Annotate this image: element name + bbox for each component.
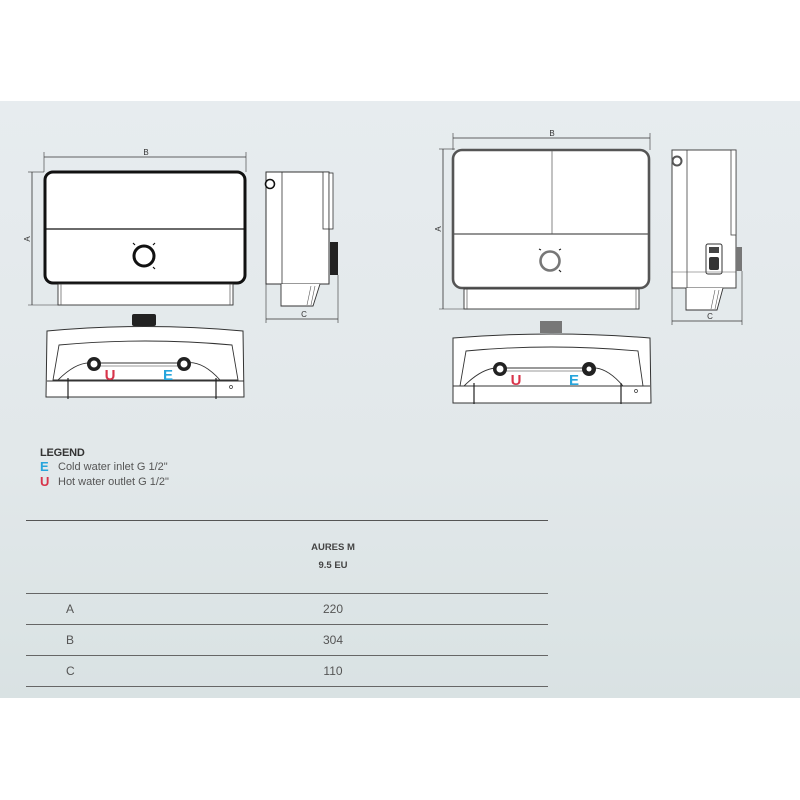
table-header-row: AURES M 9.5 EU bbox=[26, 520, 548, 594]
dim-c-label: C bbox=[301, 310, 307, 319]
dim-value: 110 bbox=[207, 655, 548, 687]
model-name: AURES M bbox=[311, 542, 355, 553]
legend-item-cold: E Cold water inlet G 1/2" bbox=[40, 459, 169, 474]
cold-inlet-symbol: E bbox=[40, 459, 49, 474]
legend-item-hot: U Hot water outlet G 1/2" bbox=[40, 474, 169, 489]
model-variant: 9.5 EU bbox=[318, 560, 348, 571]
inlet-marker-e: E bbox=[163, 367, 173, 384]
table-row: C 110 bbox=[26, 655, 548, 687]
table-row: A 220 bbox=[26, 593, 548, 625]
inlet-marker-e: E bbox=[569, 372, 579, 389]
dim-a-label: A bbox=[434, 226, 443, 232]
outlet-marker-u: U bbox=[511, 372, 522, 389]
dim-a-label: A bbox=[23, 236, 32, 242]
right-side-view: C bbox=[671, 149, 743, 325]
header-empty-cell bbox=[26, 520, 207, 594]
left-front-view: B A bbox=[23, 148, 247, 306]
right-front-view: B A bbox=[434, 129, 651, 310]
hot-outlet-symbol: U bbox=[40, 474, 50, 489]
dim-b-label: B bbox=[143, 148, 148, 157]
right-bottom-view: U E bbox=[452, 321, 652, 404]
model-header: AURES M 9.5 EU bbox=[207, 520, 548, 594]
left-side-view: C bbox=[264, 171, 339, 323]
outlet-marker-u: U bbox=[105, 367, 116, 384]
dim-key: A bbox=[26, 593, 207, 625]
left-bottom-view: U E bbox=[45, 314, 245, 399]
legend: LEGEND E Cold water inlet G 1/2" U Hot w… bbox=[40, 447, 169, 489]
dim-value: 220 bbox=[207, 593, 548, 625]
legend-item-label: Hot water outlet G 1/2" bbox=[58, 475, 169, 488]
dim-b-label: B bbox=[549, 129, 554, 138]
legend-item-label: Cold water inlet G 1/2" bbox=[58, 460, 168, 473]
table-row: B 304 bbox=[26, 624, 548, 656]
dim-value: 304 bbox=[207, 624, 548, 656]
dimensions-table: AURES M 9.5 EU A 220 B 304 C 110 bbox=[26, 520, 548, 687]
dim-key: B bbox=[26, 624, 207, 656]
legend-title: LEGEND bbox=[40, 447, 85, 459]
dim-key: C bbox=[26, 655, 207, 687]
dim-c-label: C bbox=[707, 312, 713, 321]
